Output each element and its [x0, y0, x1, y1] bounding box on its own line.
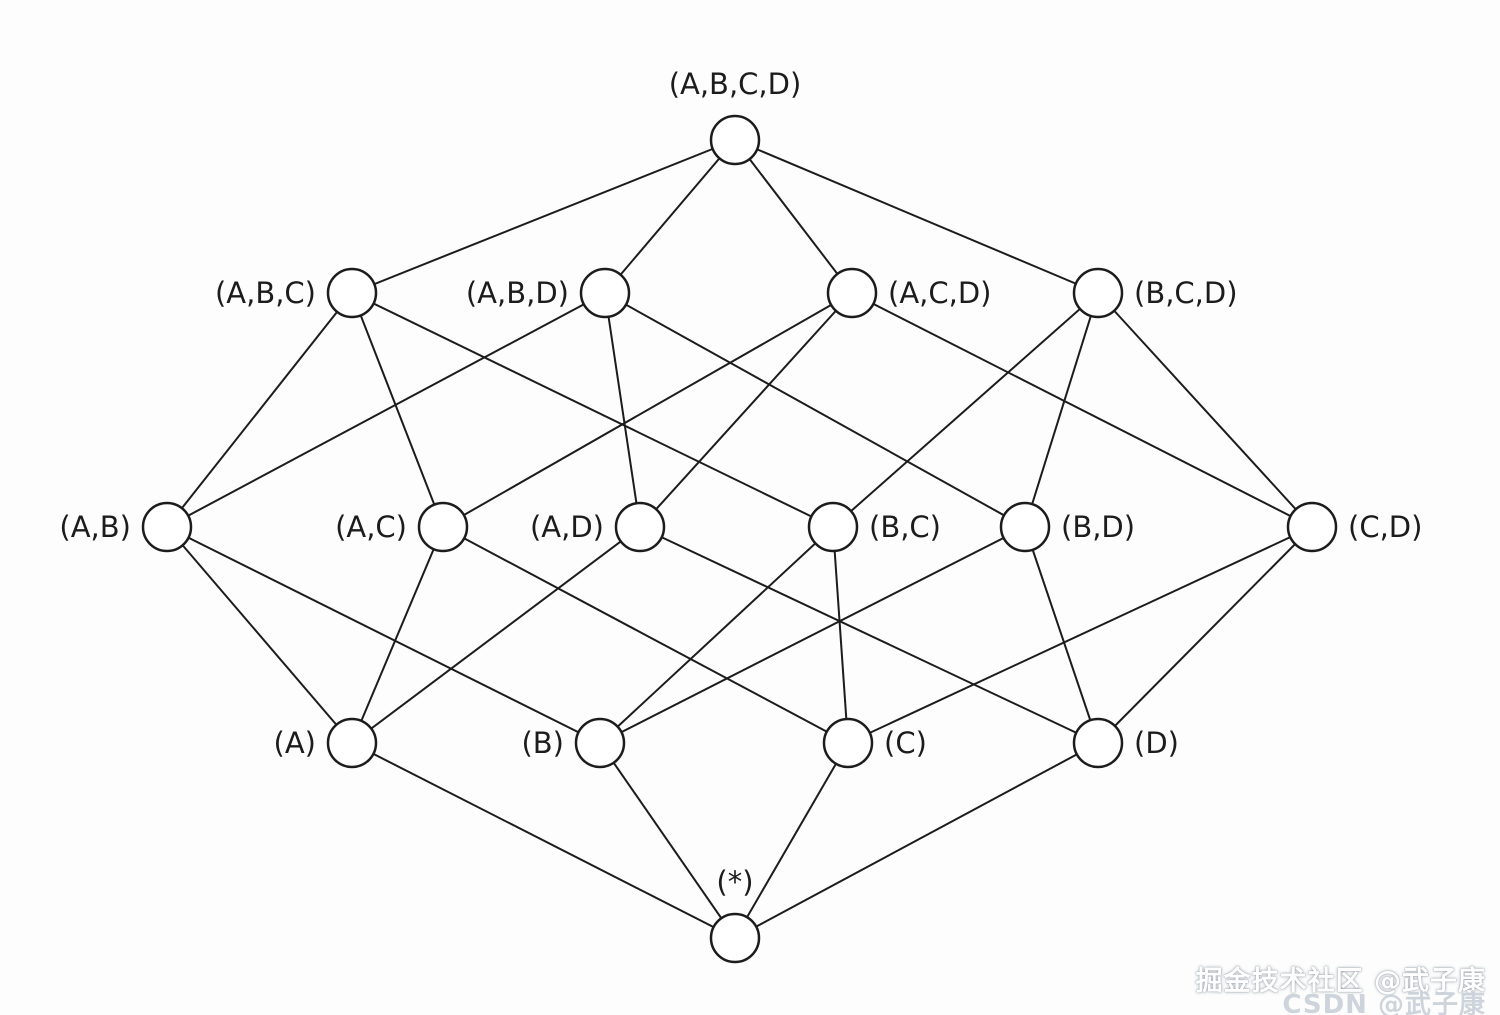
node-label-AC: (A,C)	[335, 510, 407, 544]
edge-ABCD-BCD	[734, 139, 1099, 294]
edge-AC-A	[351, 526, 444, 744]
node-BCD	[1072, 267, 1124, 319]
node-BD	[999, 501, 1051, 553]
node-BC	[807, 501, 859, 553]
edge-ABC-AB	[166, 292, 353, 528]
edge-BC-C	[832, 526, 849, 744]
node-label-ACD: (A,C,D)	[888, 276, 991, 310]
edge-ACD-CD	[851, 292, 1313, 528]
node-AD	[614, 501, 666, 553]
edge-C-STAR	[734, 742, 849, 939]
edge-CD-D	[1097, 526, 1313, 744]
edge-ABD-BD	[604, 292, 1026, 528]
node-label-D: (D)	[1134, 726, 1179, 760]
node-AC	[417, 501, 469, 553]
edge-AD-D	[639, 526, 1099, 744]
edge-ACD-AD	[639, 292, 853, 528]
edge-ABCD-ACD	[734, 139, 853, 294]
node-label-BCD: (B,C,D)	[1134, 276, 1238, 310]
node-label-BD: (B,D)	[1061, 510, 1135, 544]
node-label-AD: (A,D)	[530, 510, 604, 544]
node-A	[326, 717, 378, 769]
edge-BD-D	[1024, 526, 1099, 744]
node-label-A: (A)	[274, 726, 316, 760]
node-STAR	[709, 912, 761, 964]
node-ABCD	[709, 114, 761, 166]
node-C	[822, 717, 874, 769]
edge-AB-A	[166, 526, 353, 744]
node-label-AB: (A,B)	[59, 510, 131, 544]
node-label-STAR: (*)	[716, 865, 753, 899]
edge-BCD-BD	[1024, 292, 1099, 528]
node-label-ABCD: (A,B,C,D)	[669, 67, 802, 101]
node-label-BC: (B,C)	[869, 510, 941, 544]
edge-BCD-CD	[1097, 292, 1313, 528]
edge-CD-C	[847, 526, 1313, 744]
node-ACD	[826, 267, 878, 319]
node-label-ABD: (A,B,D)	[466, 276, 569, 310]
edge-ABD-AB	[166, 292, 606, 528]
edge-BC-B	[599, 526, 834, 744]
node-B	[574, 717, 626, 769]
node-D	[1072, 717, 1124, 769]
node-label-C: (C)	[884, 726, 927, 760]
edge-AB-B	[166, 526, 601, 744]
node-label-ABC: (A,B,C)	[215, 276, 316, 310]
edge-ABC-BC	[351, 292, 834, 528]
node-AB	[141, 501, 193, 553]
node-label-CD: (C,D)	[1348, 510, 1422, 544]
edge-ABC-AC	[351, 292, 444, 528]
node-ABD	[579, 267, 631, 319]
edge-ABD-AD	[604, 292, 641, 528]
edge-AC-C	[442, 526, 849, 744]
edge-BD-B	[599, 526, 1026, 744]
node-label-B: (B)	[521, 726, 564, 760]
edge-B-STAR	[599, 742, 736, 939]
edge-ABCD-ABC	[351, 139, 736, 294]
node-CD	[1286, 501, 1338, 553]
edge-D-STAR	[734, 742, 1099, 939]
edge-ACD-AC	[442, 292, 853, 528]
edge-BCD-BC	[832, 292, 1099, 528]
edge-A-STAR	[351, 742, 736, 939]
node-ABC	[326, 267, 378, 319]
edge-ABCD-ABD	[604, 139, 736, 294]
edge-AD-A	[351, 526, 641, 744]
